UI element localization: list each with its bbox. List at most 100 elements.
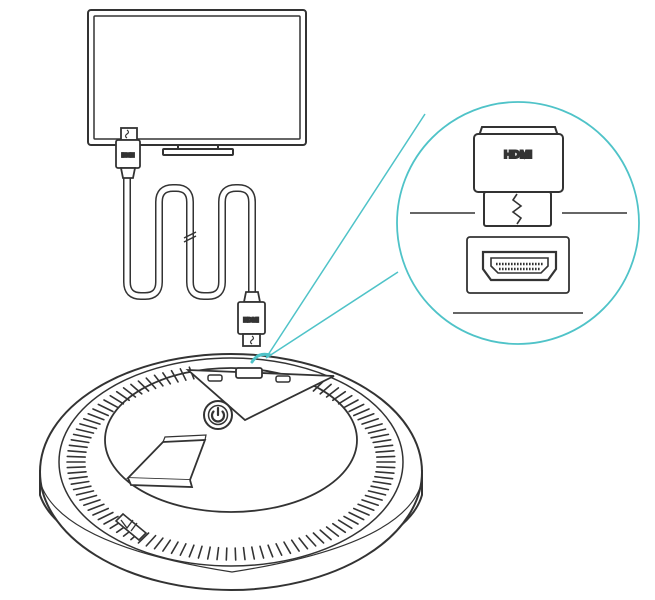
vent-slot: [283, 541, 292, 555]
vent-slot: [374, 475, 394, 480]
vent-slot: [70, 480, 90, 486]
vent-slot: [364, 423, 383, 430]
vent-slot: [87, 503, 105, 512]
vent-slot: [66, 455, 86, 458]
vent-slot: [367, 428, 387, 434]
vent-slot: [367, 490, 387, 496]
vent-slot: [103, 399, 119, 409]
vent-slot: [370, 485, 390, 491]
vent-slot: [72, 485, 92, 491]
vent-slot: [298, 537, 309, 550]
vent-slot: [343, 399, 359, 409]
vent-slot: [372, 438, 392, 444]
vent-slot: [145, 534, 157, 547]
vent-slot: [153, 374, 164, 387]
vent-slot: [83, 499, 101, 507]
hdmi-plug-zoom: HDMI: [473, 126, 564, 227]
vent-slot: [109, 394, 125, 405]
vent-slot: [305, 534, 317, 547]
vent-slot: [92, 408, 109, 417]
vent-slot: [325, 526, 340, 537]
vent-slot: [115, 390, 130, 402]
power-icon: [203, 400, 233, 430]
vent-slot: [319, 529, 332, 541]
zoom-callout: HDMI: [250, 101, 640, 364]
vent-slot: [75, 490, 95, 496]
vent-slot: [70, 438, 90, 444]
vent-slot: [97, 403, 114, 413]
vent-slot: [137, 380, 150, 392]
vent-slot: [79, 494, 98, 501]
vent-slot: [375, 466, 396, 469]
cable-plug-label-top: HDMI: [121, 151, 134, 157]
vent-slot: [206, 546, 211, 560]
vent-slot: [251, 546, 256, 560]
vent-slot: [331, 522, 347, 534]
hdmi-plug-bottom: HDMI: [237, 291, 266, 347]
vent-slot: [267, 544, 274, 558]
vent-slot: [179, 542, 187, 557]
vent-slot: [179, 367, 187, 382]
vent-slot: [375, 455, 396, 458]
vent-slot: [364, 494, 383, 501]
hdmi-port-device: [235, 367, 263, 379]
vent-slot: [67, 470, 87, 475]
vent-slot: [225, 547, 228, 561]
vent-slot: [325, 387, 340, 398]
vent-slot: [348, 511, 365, 521]
hdmi-cable: [123, 174, 256, 300]
vent-slot: [312, 532, 325, 544]
vent-slot: [103, 515, 119, 525]
device-port-panel: [185, 367, 335, 422]
vent-slot: [275, 542, 283, 557]
vent-slot: [242, 546, 246, 561]
vent-slot: [68, 444, 88, 449]
vent-slot: [66, 466, 86, 469]
cable-plug-label-bottom: HDMI: [243, 318, 259, 324]
vent-slot: [162, 372, 172, 385]
vent-slot: [374, 444, 394, 449]
lens-cover: [125, 434, 207, 488]
vent-slot: [170, 369, 179, 383]
vent-slot: [87, 412, 105, 421]
vent-slot: [97, 511, 114, 521]
vent-slot: [79, 423, 98, 430]
vent-slot: [83, 417, 101, 425]
vent-slot: [122, 387, 137, 398]
vent-slot: [337, 519, 353, 530]
vent-slot: [375, 449, 395, 454]
vent-slot: [92, 507, 109, 516]
vent-slot: [361, 417, 380, 425]
vent-slot: [357, 503, 375, 512]
vent-slot: [337, 394, 353, 405]
vent-slot: [170, 541, 179, 555]
tv-icon: [87, 9, 307, 156]
vent-slot: [331, 390, 347, 402]
vent-slot: [153, 537, 164, 550]
vent-slot: [67, 449, 87, 454]
vent-slot: [352, 507, 370, 516]
vent-slot: [259, 545, 265, 559]
vent-slot: [372, 480, 392, 486]
vent-slot: [68, 475, 88, 480]
vent-slot: [75, 428, 95, 434]
device-label-tag: [114, 512, 148, 542]
hdmi-plug-top: HDMI: [115, 127, 141, 179]
usb-port-left: [207, 374, 223, 382]
vent-slot: [370, 433, 390, 439]
vent-slot: [375, 470, 395, 475]
vent-slot: [72, 433, 92, 439]
vent-slot: [137, 532, 150, 544]
vent-slot: [188, 544, 195, 558]
vent-slot: [130, 383, 143, 395]
vent-slot: [348, 403, 365, 413]
vent-slot: [357, 412, 375, 421]
vent-slot: [319, 383, 332, 395]
vent-slot: [352, 408, 370, 417]
vent-slot: [162, 539, 172, 552]
vent-slot: [290, 539, 300, 552]
vent-slot: [343, 515, 359, 525]
vent-slot: [234, 547, 237, 561]
usb-port-right: [275, 375, 291, 383]
